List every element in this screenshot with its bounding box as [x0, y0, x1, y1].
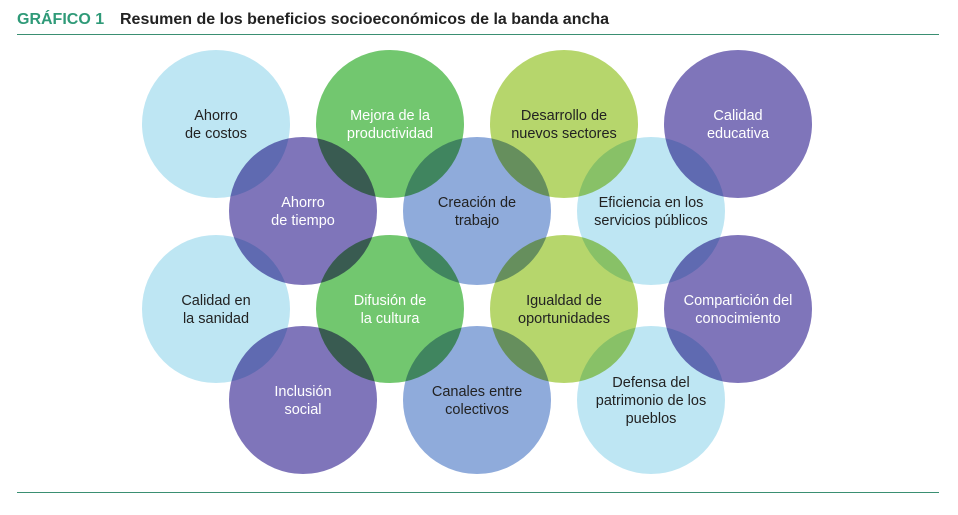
canales-colectivos-circle	[403, 326, 551, 474]
calidad-educativa-label: Calidad educativa	[707, 108, 770, 142]
creacion-trabajo-label-line: trabajo	[455, 213, 499, 229]
desarrollo-sectores-label: Desarrollo de nuevos sectores	[511, 108, 617, 142]
defensa-patrimonio-label-line: patrimonio de los	[596, 393, 706, 409]
creacion-trabajo-label-line: Creación de	[438, 195, 516, 211]
calidad-sanidad-label-line: Calidad en	[181, 293, 250, 309]
canales-colectivos-label-line: Canales entre	[432, 384, 522, 400]
defensa-patrimonio-label: Defensa del patrimonio de los pueblos	[596, 375, 706, 427]
canales-colectivos-label-line: colectivos	[445, 402, 509, 418]
ahorro-costos-label-line: de costos	[185, 126, 247, 142]
eficiencia-servicios-label-line: Eficiencia en los	[599, 195, 704, 211]
defensa-patrimonio-label-line: pueblos	[626, 411, 677, 427]
inclusion-social-label: Inclusión social	[274, 384, 331, 418]
creacion-trabajo-circle	[403, 137, 551, 285]
circles-layer	[142, 50, 812, 474]
calidad-sanidad-label: Calidad en la sanidad	[181, 293, 250, 327]
comparticion-conocimiento-label-line: Compartición del	[684, 293, 793, 309]
desarrollo-sectores-label-line: Desarrollo de	[521, 108, 607, 124]
igualdad-oportunidades-label: Igualdad de oportunidades	[518, 293, 610, 327]
difusion-cultura-label: Difusión de la cultura	[354, 293, 427, 327]
ahorro-tiempo-label: Ahorro de tiempo	[271, 195, 335, 229]
mejora-productividad-label-line: productividad	[347, 126, 433, 142]
creacion-trabajo-label: Creación de trabajo	[438, 195, 516, 229]
ahorro-costos-label: Ahorro de costos	[185, 108, 247, 142]
calidad-educativa-label-line: Calidad	[713, 108, 762, 124]
ahorro-costos-label-line: Ahorro	[194, 108, 238, 124]
bottom-rule	[17, 492, 939, 493]
difusion-cultura-label-line: la cultura	[361, 311, 421, 327]
ahorro-tiempo-circle	[229, 137, 377, 285]
eficiencia-servicios-label: Eficiencia en los servicios públicos	[594, 195, 708, 229]
labels-layer: Ahorro de costos Mejora de la productividad…	[181, 108, 792, 427]
eficiencia-servicios-circle	[577, 137, 725, 285]
ahorro-tiempo-label-line: Ahorro	[281, 195, 325, 211]
calidad-educativa-label-line: educativa	[707, 126, 770, 142]
calidad-sanidad-label-line: la sanidad	[183, 311, 249, 327]
defensa-patrimonio-circle	[577, 326, 725, 474]
eficiencia-servicios-label-line: servicios públicos	[594, 213, 708, 229]
igualdad-oportunidades-label-line: oportunidades	[518, 311, 610, 327]
figure-label: GRÁFICO 1	[17, 11, 105, 28]
ahorro-tiempo-label-line: de tiempo	[271, 213, 335, 229]
inclusion-social-label-line: social	[284, 402, 321, 418]
comparticion-conocimiento-label: Compartición del conocimiento	[684, 293, 793, 327]
difusion-cultura-label-line: Difusión de	[354, 293, 427, 309]
figure-title: Resumen de los beneficios socioeconómico…	[120, 11, 610, 28]
canales-colectivos-label: Canales entre colectivos	[432, 384, 522, 418]
desarrollo-sectores-label-line: nuevos sectores	[511, 126, 617, 142]
defensa-patrimonio-label-line: Defensa del	[612, 375, 689, 391]
inclusion-social-label-line: Inclusión	[274, 384, 331, 400]
mejora-productividad-label: Mejora de la productividad	[347, 108, 433, 142]
mejora-productividad-label-line: Mejora de la	[350, 108, 431, 124]
inclusion-social-circle	[229, 326, 377, 474]
comparticion-conocimiento-label-line: conocimiento	[695, 311, 780, 327]
igualdad-oportunidades-label-line: Igualdad de	[526, 293, 602, 309]
figure-header: GRÁFICO 1 Resumen de los beneficios soci…	[17, 10, 939, 35]
